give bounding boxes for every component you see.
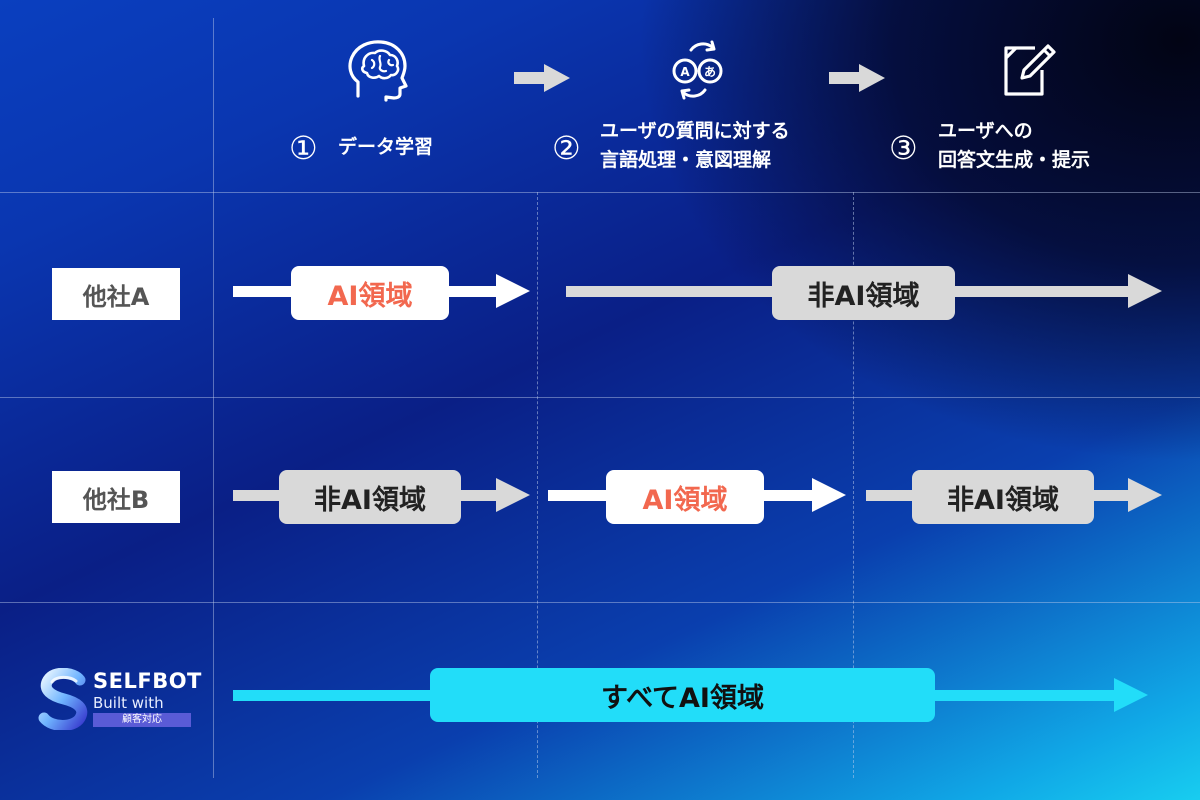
row-a-arrow-2-head (1128, 274, 1162, 308)
row-label-company-a: 他社A (52, 268, 180, 320)
row-b-arrow-3-head (1128, 478, 1162, 512)
row-divider-b (0, 602, 1200, 603)
selfbot-all-ai-region: すべてAI領域 (430, 668, 935, 722)
dashed-divider-2 (853, 192, 854, 778)
row-a-non-ai-region: 非AI領域 (772, 266, 955, 320)
svg-text:あ: あ (704, 65, 716, 79)
step-2-text-line1: ユーザの質問に対する (600, 120, 790, 142)
row-divider-a (0, 397, 1200, 398)
step-1-text: データ学習 (338, 136, 434, 158)
step-arrow-2 (829, 64, 885, 92)
row-a-ai-region: AI領域 (291, 266, 449, 320)
step-2-number: ② (552, 129, 581, 167)
brain-icon (348, 40, 408, 102)
translate-icon: A あ (672, 40, 723, 100)
row-divider-header (0, 192, 1200, 193)
vertical-divider (213, 18, 214, 778)
selfbot-built-with-prefix: Built with (93, 694, 164, 712)
step-2-text-line2: 言語処理・意図理解 (600, 149, 772, 171)
step-arrow-1 (514, 64, 570, 92)
step-1-number: ① (289, 129, 318, 167)
row-label-company-b: 他社B (52, 471, 180, 523)
row-b-non-ai-region-1: 非AI領域 (279, 470, 461, 524)
step-3-text-line2: 回答文生成・提示 (938, 149, 1091, 171)
selfbot-tag: 顧客対応 (93, 713, 191, 727)
row-b-ai-region: AI領域 (606, 470, 764, 524)
dashed-divider-1 (537, 192, 538, 778)
row-a-arrow-1-head (496, 274, 530, 308)
step-3-number: ③ (889, 129, 918, 167)
row-b-non-ai-region-2: 非AI領域 (912, 470, 1094, 524)
selfbot-s-logo-icon (38, 668, 88, 730)
selfbot-brand: SELFBOT (93, 669, 202, 693)
row-b-arrow-1-head (496, 478, 530, 512)
row-b-arrow-2-head (812, 478, 846, 512)
edit-document-icon (1004, 44, 1056, 96)
selfbot-logo: SELFBOT Built with GPT 顧客対応 (36, 668, 201, 732)
selfbot-arrow-head (1114, 678, 1148, 712)
svg-text:A: A (680, 65, 690, 79)
step-3-text-line1: ユーザへの (938, 120, 1033, 142)
